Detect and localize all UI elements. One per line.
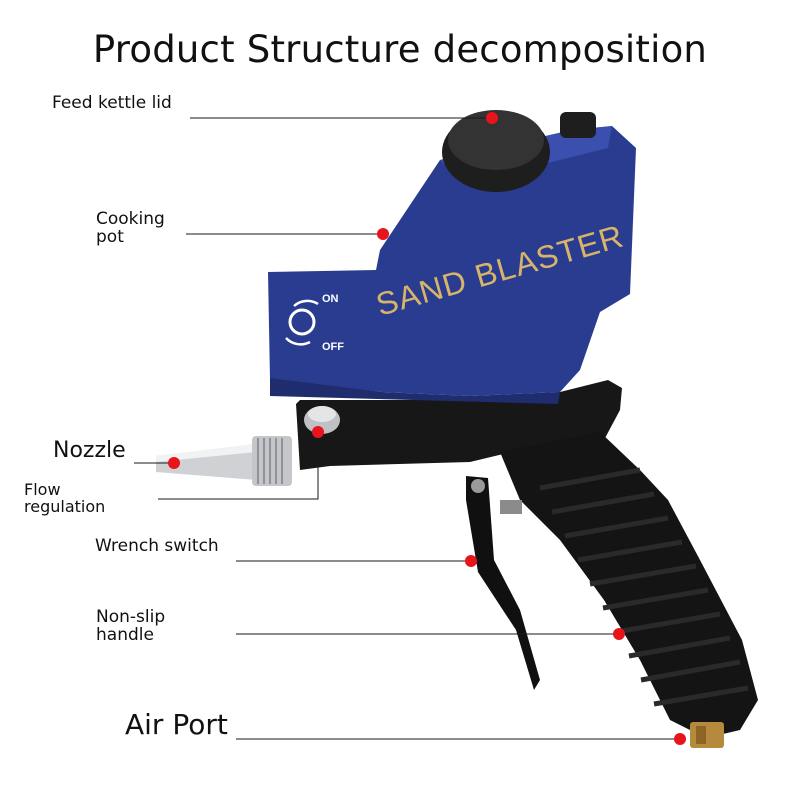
marker-nozzle: [168, 457, 180, 469]
label-flow-regulation-line2: regulation: [24, 499, 105, 516]
label-cooking-pot: Cooking pot: [96, 211, 165, 247]
cooking-pot: SAND BLASTER ON OFF: [268, 110, 636, 404]
label-cooking-pot-line2: pot: [96, 229, 165, 247]
gun-body: [296, 380, 758, 748]
label-feed-kettle-lid: Feed kettle lid: [52, 95, 172, 113]
marker-non-slip-handle: [613, 628, 625, 640]
marker-cooking-pot: [377, 228, 389, 240]
label-flow-regulation: Flow regulation: [24, 482, 105, 516]
label-air-port: Air Port: [125, 710, 228, 739]
marker-flow-regulation: [312, 426, 324, 438]
air-port-fitting: [690, 722, 724, 748]
marker-feed-kettle-lid: [486, 112, 498, 124]
switch-off-label: OFF: [322, 341, 344, 353]
marker-wrench-switch: [465, 555, 477, 567]
label-non-slip-handle-line2: handle: [96, 627, 165, 645]
label-nozzle: Nozzle: [53, 439, 126, 462]
label-wrench-switch: Wrench switch: [95, 538, 219, 556]
switch-on-label: ON: [322, 293, 339, 305]
marker-air-port: [674, 733, 686, 745]
label-non-slip-handle: Non-slip handle: [96, 609, 165, 645]
